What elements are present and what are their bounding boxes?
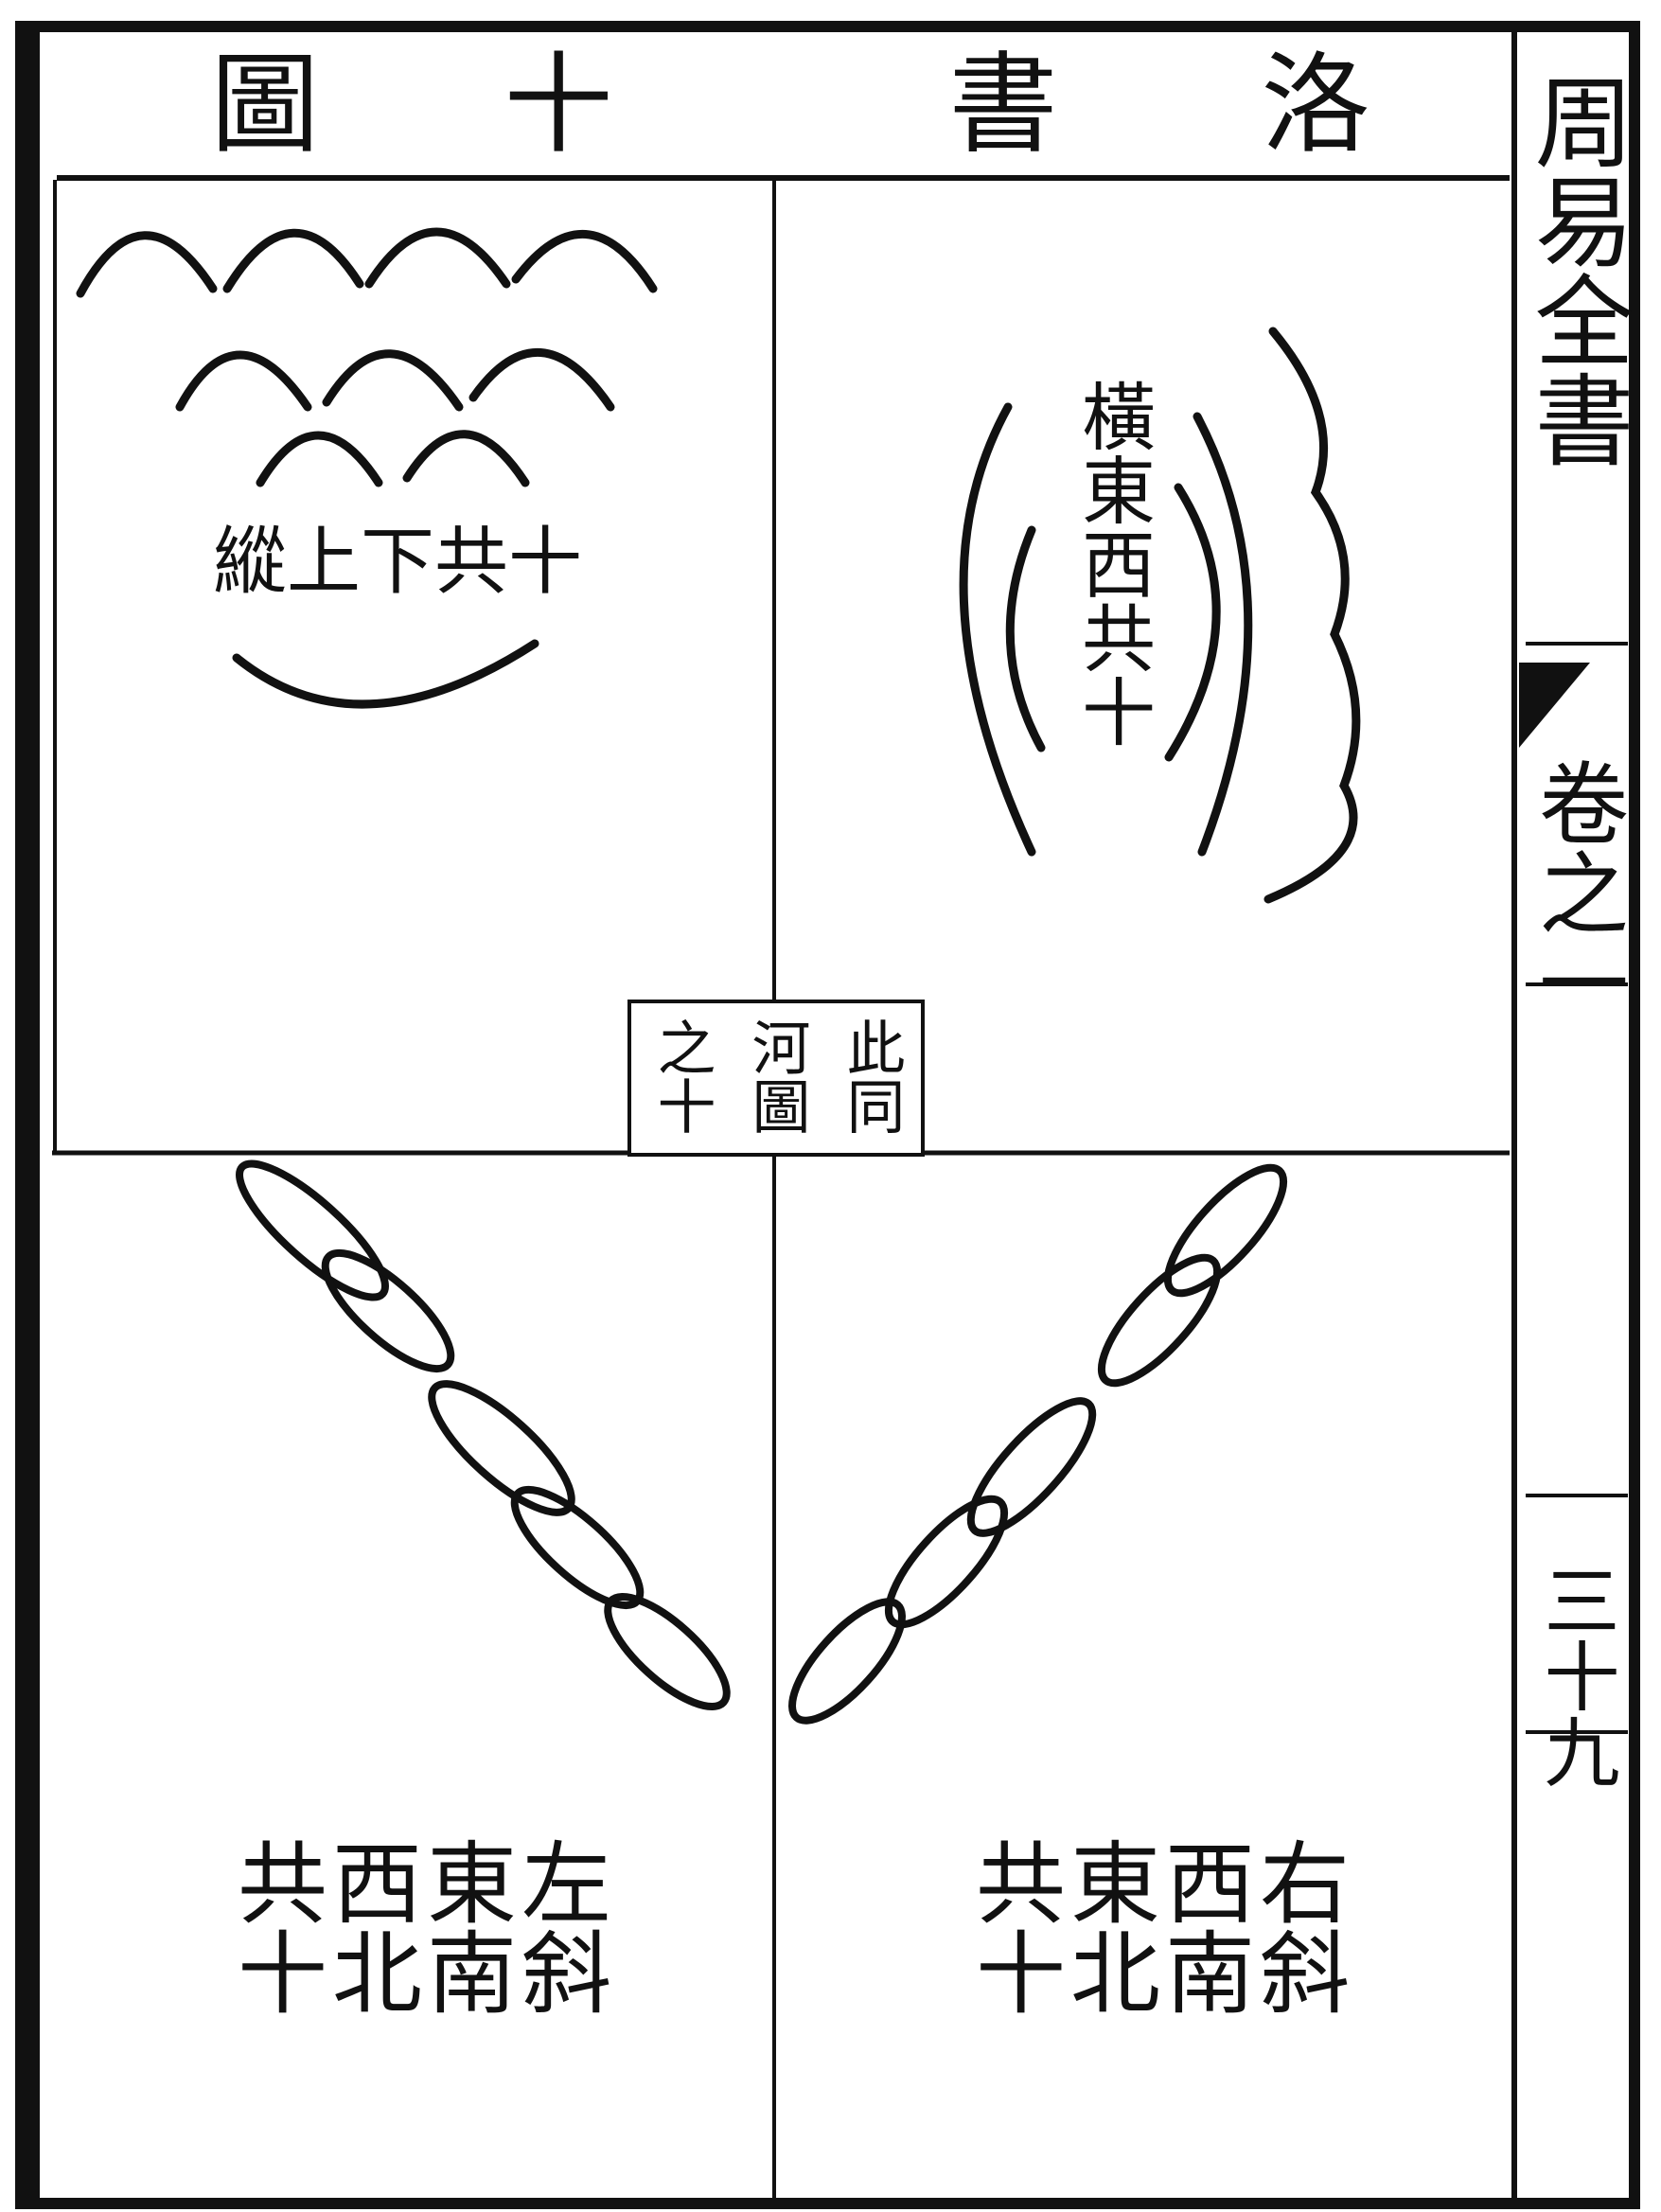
bottom-left-col-2: 東南 <box>412 1836 516 2016</box>
fish-tail-icon <box>1519 663 1590 748</box>
bottom-right-col-4: 共十 <box>961 1836 1065 2016</box>
center-note-box <box>627 1000 925 1157</box>
outer-frame <box>15 21 1640 2209</box>
title-char-3: 十 <box>504 42 612 168</box>
bottom-right-col-3: 東北 <box>1055 1836 1159 2016</box>
top-left-arches <box>76 227 658 709</box>
book-title: 周易全書 <box>1518 71 1634 469</box>
title-char-4: 圖 <box>210 42 319 168</box>
bottom-right-col-2: 西南 <box>1150 1836 1254 2016</box>
top-left-label: 縱上下共十 <box>213 520 582 605</box>
title-char-2: 書 <box>948 42 1057 168</box>
bottom-left-col-3: 西北 <box>317 1836 421 2016</box>
top-right-label: 橫東西共十 <box>1069 379 1155 748</box>
center-note-col-3: 之十 <box>647 1018 716 1135</box>
title-char-1: 洛 <box>1261 42 1369 168</box>
bottom-left-col-4: 共十 <box>222 1836 327 2016</box>
page-number: 三十九 <box>1532 1562 1620 1789</box>
center-note-col-2: 河圖 <box>742 1018 811 1135</box>
left-diagonal-chain <box>236 1159 731 1710</box>
volume-label: 卷之一 <box>1524 757 1628 1027</box>
bottom-left-col-1: 左斜 <box>506 1836 610 2016</box>
center-note-col-1: 此同 <box>837 1018 906 1135</box>
bottom-right-col-1: 右斜 <box>1245 1836 1349 2016</box>
right-diagonal-chain <box>788 1163 1288 1725</box>
top-right-brackets <box>959 327 1361 904</box>
